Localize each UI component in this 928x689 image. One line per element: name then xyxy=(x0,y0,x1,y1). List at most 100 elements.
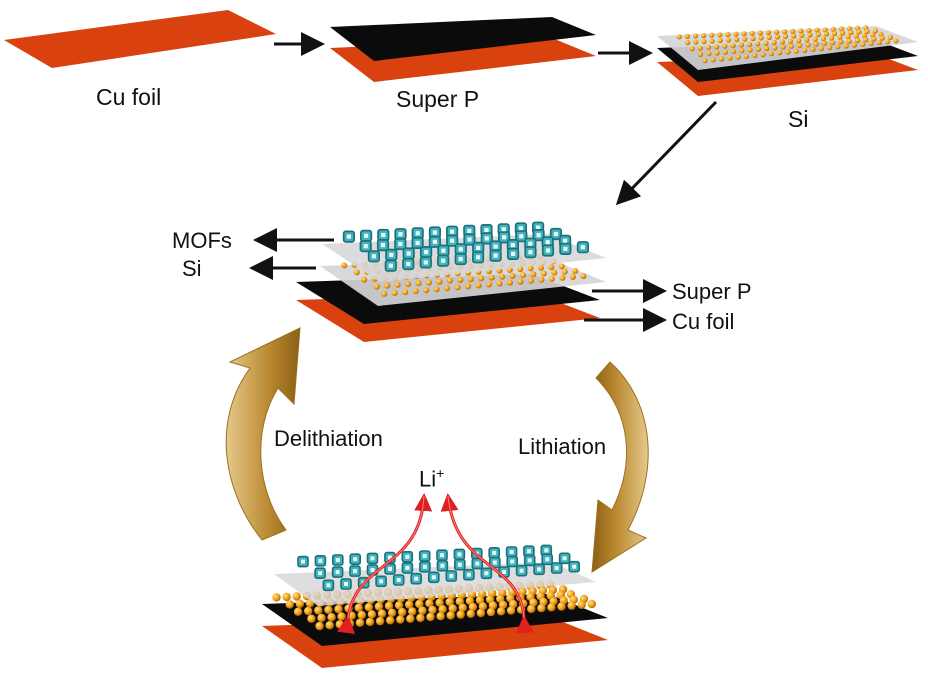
mof-cage xyxy=(402,247,415,260)
mof-cage xyxy=(505,546,518,558)
mof-cage xyxy=(401,550,414,563)
si-particle xyxy=(717,38,724,44)
si-particle xyxy=(423,287,430,294)
mof-cage xyxy=(436,559,449,572)
si-particle xyxy=(537,603,546,613)
mof-cage xyxy=(384,259,397,272)
si-particle xyxy=(548,264,555,271)
si-particle xyxy=(813,41,819,47)
mof-cage xyxy=(472,251,485,264)
si-particle xyxy=(856,29,862,35)
si-particle xyxy=(796,38,802,44)
si-particle xyxy=(354,603,363,612)
si-particle xyxy=(788,43,795,49)
mof-cage xyxy=(463,568,475,581)
si-particle xyxy=(853,33,859,39)
si-particle xyxy=(734,37,740,43)
si-particle xyxy=(752,52,758,59)
si-particle xyxy=(496,607,506,616)
si-particle xyxy=(478,275,485,282)
si-particle xyxy=(373,283,380,290)
si-particle xyxy=(405,281,412,288)
mof-cage xyxy=(506,555,519,568)
mof-cage xyxy=(375,575,387,588)
si-particle xyxy=(701,39,707,45)
si-particle xyxy=(327,613,336,622)
si-particle xyxy=(760,52,766,58)
mof-cage xyxy=(533,563,545,576)
si-particle xyxy=(381,290,388,297)
si-particle xyxy=(749,30,755,36)
si-particle xyxy=(868,40,874,47)
si-particle xyxy=(793,48,799,54)
si-particle xyxy=(765,29,772,36)
si-particle xyxy=(384,282,391,289)
si-particle xyxy=(415,280,422,287)
si-particle xyxy=(697,45,703,51)
si-particle xyxy=(466,609,475,618)
mof-cage xyxy=(314,554,327,567)
mof-cage xyxy=(559,242,572,255)
si-particle-layer xyxy=(676,25,899,64)
si-particle xyxy=(454,284,461,291)
si-particle xyxy=(763,40,769,46)
mof-cage xyxy=(541,244,555,257)
mof-cage xyxy=(419,256,432,269)
label-stack-super-p: Super P xyxy=(672,279,752,304)
si-particle xyxy=(846,38,852,44)
label-stack-cu-foil: Cu foil xyxy=(672,309,735,334)
si-particle xyxy=(293,607,303,616)
si-particle xyxy=(818,46,824,52)
si-particle xyxy=(774,29,780,35)
si-particle xyxy=(814,27,820,33)
si-particle xyxy=(860,41,866,47)
si-particle xyxy=(777,50,783,56)
si-particle xyxy=(465,283,472,290)
si-particle xyxy=(739,48,745,54)
si-particle xyxy=(829,35,835,41)
si-particle xyxy=(402,289,409,296)
si-particle xyxy=(433,286,440,293)
si-particle xyxy=(806,27,812,34)
label-li-ion: Li+ xyxy=(419,466,444,490)
si-particle xyxy=(685,40,691,46)
si-particle xyxy=(738,42,745,48)
si-particle xyxy=(509,272,516,279)
mof-cage xyxy=(488,546,501,559)
si-particle xyxy=(872,28,879,34)
mof-cage xyxy=(454,252,467,266)
si-particle xyxy=(295,599,305,608)
mof-cage xyxy=(418,550,431,562)
label-delithiation: Delithiation xyxy=(274,426,383,451)
si-particle xyxy=(486,607,496,617)
li-ion-path-highlight xyxy=(347,495,425,619)
si-particle xyxy=(766,34,772,41)
si-particle xyxy=(507,279,513,286)
si-particle xyxy=(797,42,803,49)
si-particle xyxy=(832,30,838,37)
mof-cage xyxy=(550,562,563,574)
mof-cage xyxy=(360,229,373,242)
si-particle xyxy=(725,31,731,38)
si-particle xyxy=(750,36,756,42)
si-particle xyxy=(528,277,534,284)
si-particle xyxy=(496,280,503,287)
si-particle xyxy=(517,278,524,285)
si-particle xyxy=(822,27,828,33)
mof-cage xyxy=(541,553,554,566)
mof-cage xyxy=(366,552,379,565)
mof-cage xyxy=(507,247,520,260)
si-particle xyxy=(804,37,810,43)
mof-cage xyxy=(367,250,380,263)
label-mofs: MOFs xyxy=(172,228,232,253)
si-particle xyxy=(325,621,334,630)
si-particle xyxy=(426,612,435,622)
si-particle xyxy=(561,268,568,275)
mof-cage xyxy=(331,554,344,566)
si-particle xyxy=(341,262,348,269)
si-particle xyxy=(802,47,808,53)
si-particle xyxy=(743,53,750,59)
si-particle xyxy=(692,33,699,39)
si-particle xyxy=(446,277,453,284)
si-particle xyxy=(345,619,355,628)
